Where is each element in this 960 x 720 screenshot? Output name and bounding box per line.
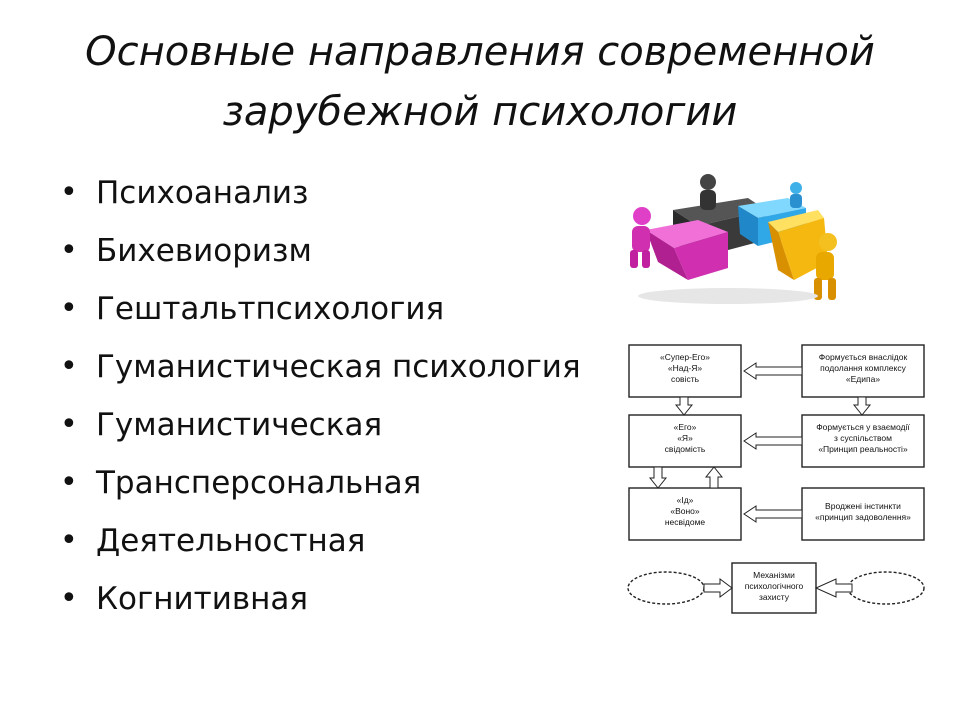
slide-title: Основные направления современной зарубеж… bbox=[0, 22, 960, 142]
defense-line-3: захисту bbox=[759, 592, 790, 602]
oedipus-line-1: Формується внаслідок bbox=[819, 352, 908, 362]
oedipus-line-2: подолання комплексу bbox=[820, 363, 906, 373]
ego-line-3: свідомість bbox=[665, 444, 706, 454]
instincts-line-1: Вроджені інстинкти bbox=[825, 501, 901, 511]
list-item: Трансперсональная bbox=[60, 460, 581, 518]
id-line-2: «Воно» bbox=[670, 506, 700, 516]
teamwork-illustration bbox=[630, 174, 837, 304]
ego-line-1: «Его» bbox=[674, 422, 697, 432]
list-item: Гуманистическая психология bbox=[60, 344, 581, 402]
list-item: Бихевиоризм bbox=[60, 228, 581, 286]
list-item: Когнитивная bbox=[60, 576, 581, 634]
title-line-2: зарубежной психологии bbox=[222, 89, 738, 135]
super-ego-line-2: «Над-Я» bbox=[668, 363, 703, 373]
reality-line-1: Формується у взаємодії bbox=[816, 422, 910, 432]
list-item: Гештальтпсихология bbox=[60, 286, 581, 344]
directions-list: Психоанализ Бихевиоризм Гештальтпсихолог… bbox=[60, 170, 581, 634]
instincts-line-2: «принцип задоволення» bbox=[815, 512, 911, 522]
reality-line-2: з суспільством bbox=[834, 433, 892, 443]
ego-line-2: «Я» bbox=[677, 433, 693, 443]
super-ego-line-3: совість bbox=[671, 374, 700, 384]
oedipus-line-3: «Едипа» bbox=[846, 374, 880, 384]
defense-line-1: Механізми bbox=[753, 570, 795, 580]
super-ego-line-1: «Супер-Его» bbox=[660, 352, 710, 362]
list-item: Деятельностная bbox=[60, 518, 581, 576]
personality-structure-diagram: «Супер-Его» «Над-Я» совість «Его» «Я» св… bbox=[627, 344, 925, 614]
title-line-1: Основные направления современной bbox=[85, 29, 875, 75]
id-line-3: несвідоме bbox=[665, 517, 706, 527]
id-line-1: «Ід» bbox=[677, 495, 694, 505]
list-item: Психоанализ bbox=[60, 170, 581, 228]
list-item: Гуманистическая bbox=[60, 402, 581, 460]
reality-line-3: «Принцип реальності» bbox=[818, 444, 908, 454]
defense-line-2: психологічного bbox=[745, 581, 804, 591]
